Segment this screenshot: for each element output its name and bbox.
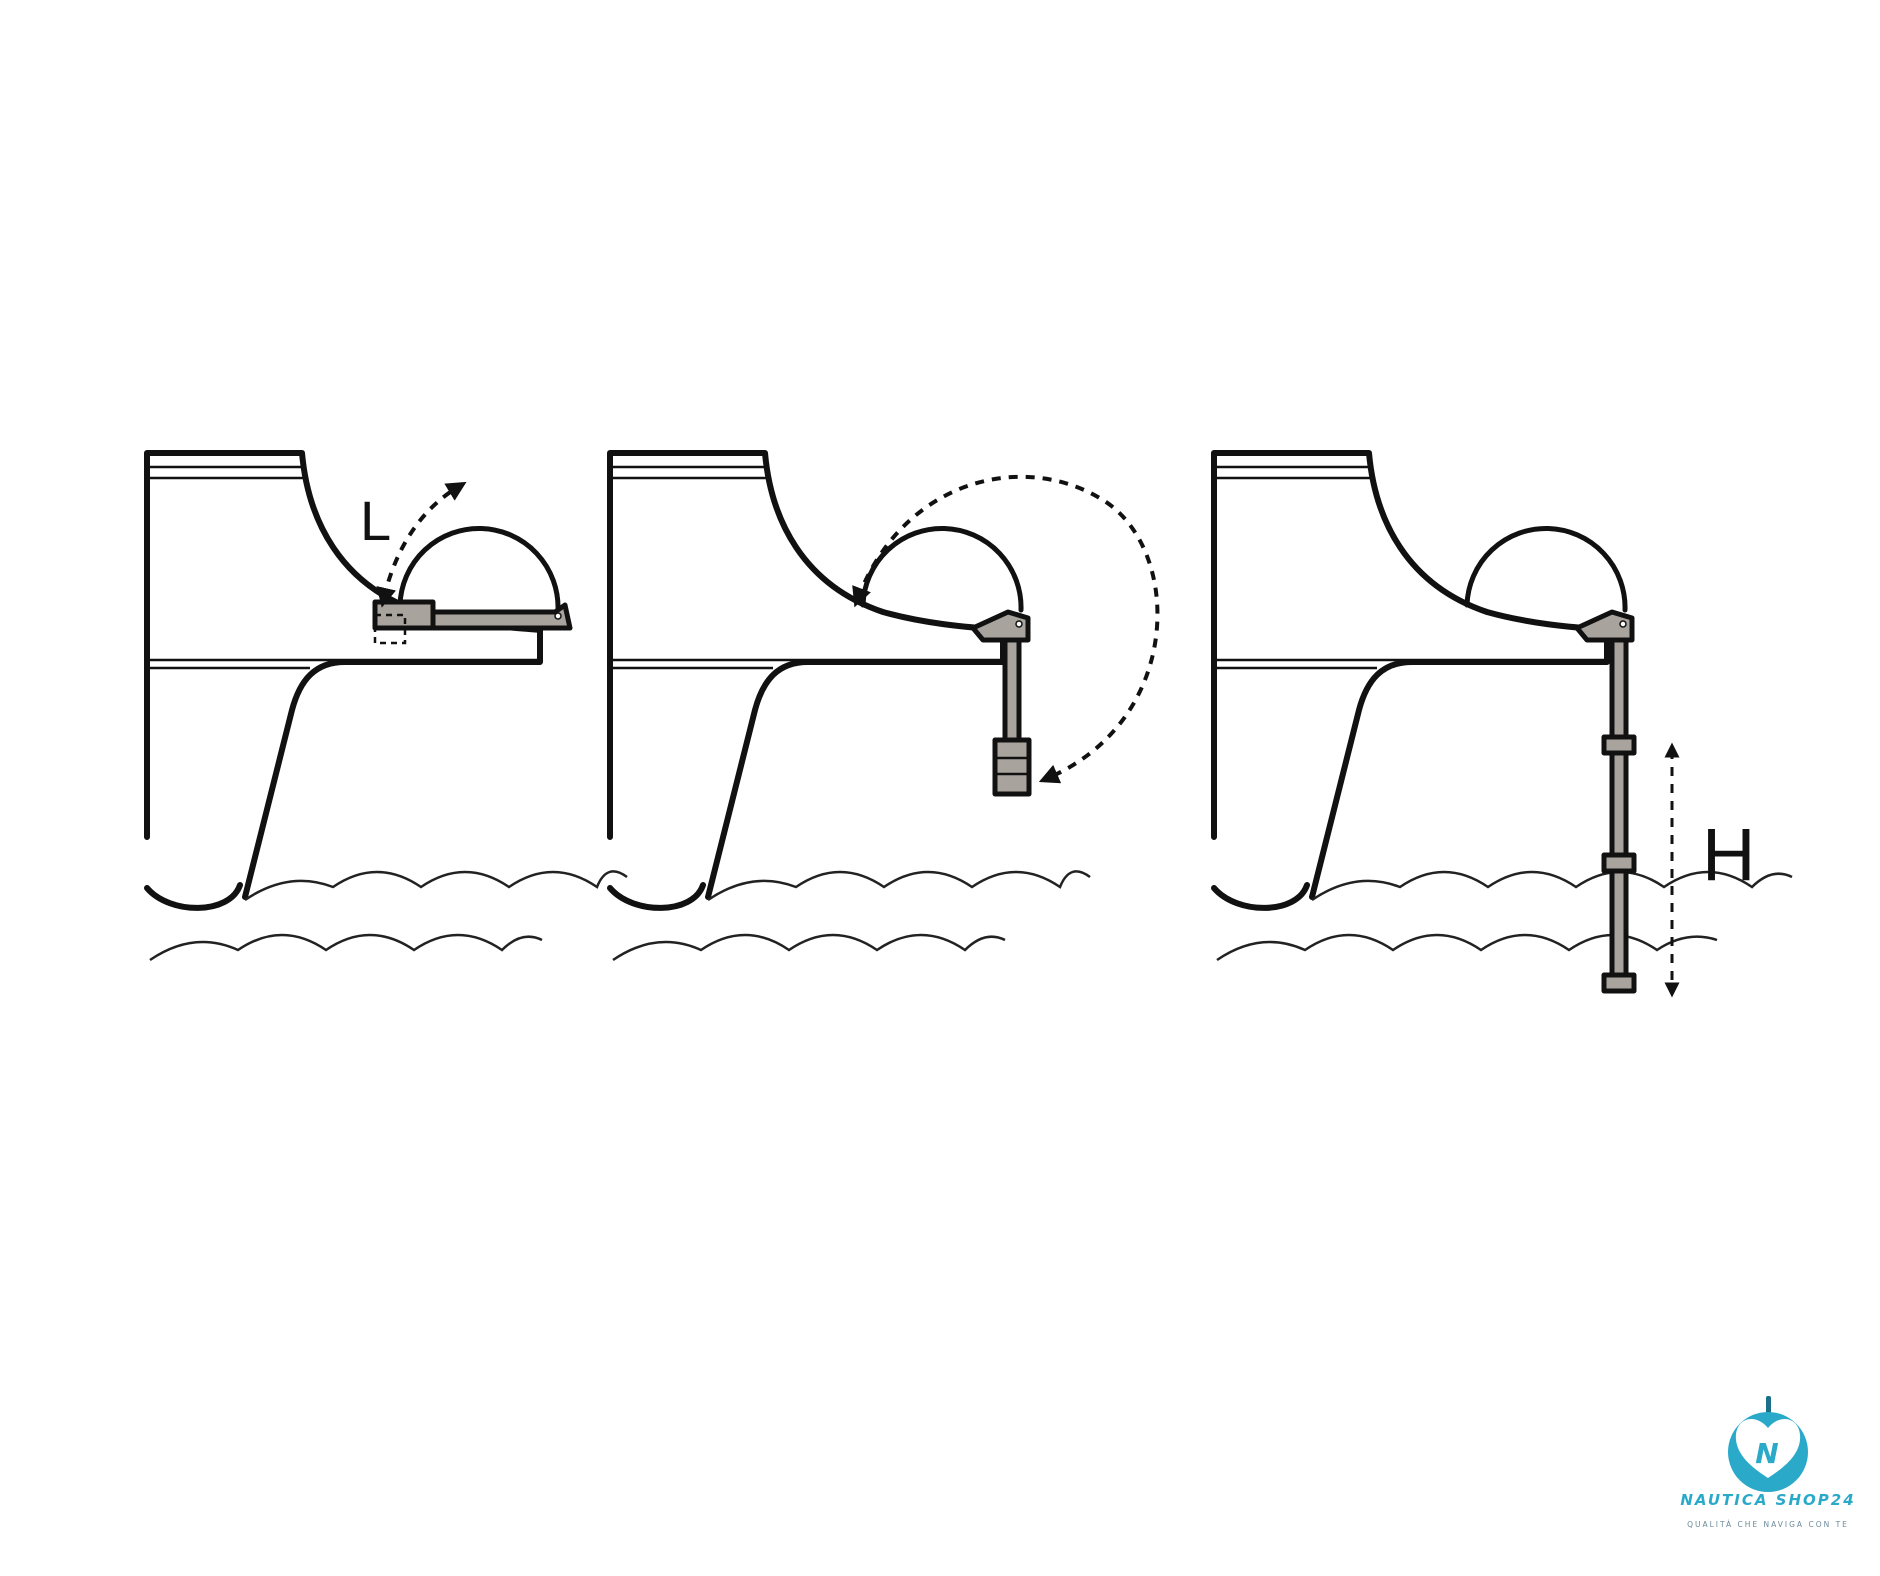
ladder-step (1601, 734, 1637, 756)
length-label: L (360, 489, 391, 552)
ladder-step (992, 737, 1032, 797)
ladder-step (1601, 852, 1637, 874)
ladder-arm (1002, 637, 1022, 743)
rotation-arrow (376, 481, 467, 608)
height-label: H (1702, 813, 1755, 896)
logo-monogram: N (1755, 1437, 1780, 1470)
panel-rotating (610, 453, 1160, 962)
ladder-step (1601, 972, 1637, 994)
ladder-extended (1609, 637, 1629, 993)
brand-logo: N NAUTICA SHOP24 QUALITÀ CHE NAVIGA CON … (1680, 1396, 1855, 1529)
logo-tagline: QUALITÀ CHE NAVIGA CON TE (1687, 1520, 1849, 1529)
ladder-base (372, 599, 436, 631)
panel-folded: L (147, 453, 629, 962)
logo-brand-name: NAUTICA SHOP24 (1680, 1491, 1855, 1509)
ladder-folded (430, 602, 573, 631)
panel-extended: H (1214, 453, 1793, 998)
